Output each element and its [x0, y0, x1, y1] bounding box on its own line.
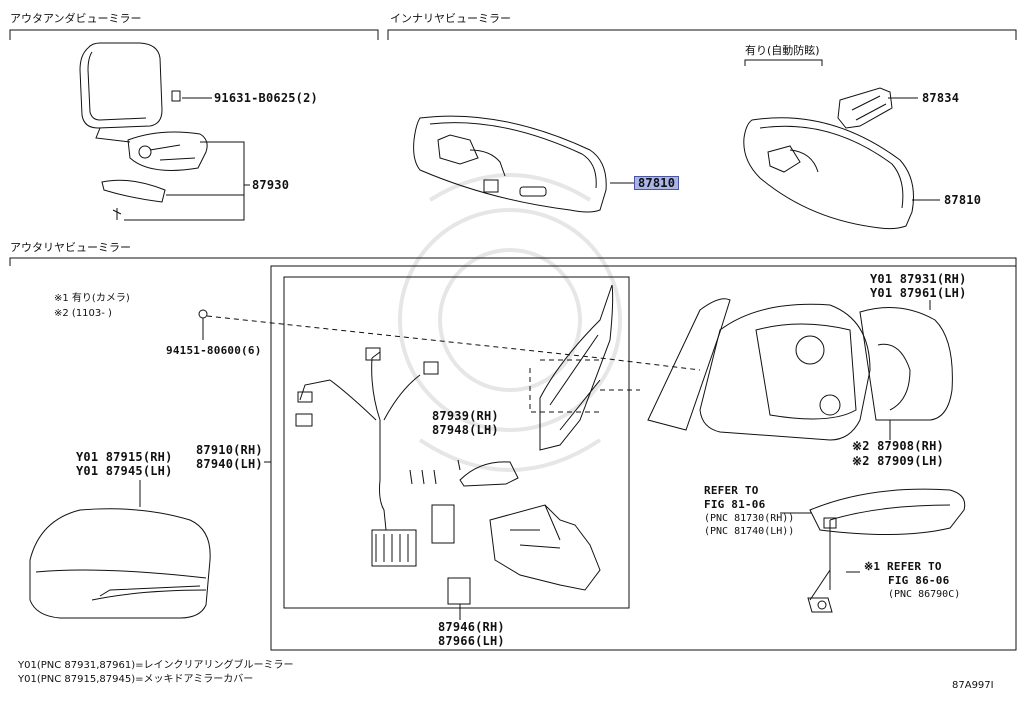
refer-lamp-line1: REFER TO: [704, 484, 759, 497]
turn-lamp-drawing: [807, 488, 966, 613]
auto-dimming-mirror-drawing: [743, 87, 914, 230]
part-label-87940[interactable]: 87940(LH): [196, 457, 263, 471]
section-title-inner-rear: インナリヤビューミラー: [390, 12, 511, 25]
part-label-87834[interactable]: 87834: [922, 91, 960, 105]
refer-camera-pnc: (PNC 86790C): [888, 589, 961, 600]
footnote-cover: Y01(PNC 87915,87945)=メッキドアミラーカバー: [18, 674, 254, 685]
part-label-87915[interactable]: Y01 87915(RH): [76, 450, 173, 464]
part-label-87946[interactable]: 87946(RH): [438, 620, 505, 634]
refer-lamp-link[interactable]: FIG 81-06: [704, 498, 766, 511]
section-title-outer-under: アウタアンダビューミラー: [10, 12, 142, 25]
note-camera: ※1 有り(カメラ): [54, 293, 130, 304]
footnote-mirror: Y01(PNC 87931,87961)=レインクリアリングブルーミラー: [18, 660, 294, 671]
bracket-outer-under: [9, 29, 379, 40]
assembly-frame-outer: [270, 265, 1017, 651]
mirror-cover-drawing: [29, 508, 211, 619]
refer-camera-line1: ※1 REFER TO: [864, 560, 942, 573]
figure-id: 87A997I: [952, 680, 994, 691]
part-label-87930[interactable]: 87930: [252, 178, 290, 192]
bracket-inner-rear: [387, 29, 1017, 40]
section-title-auto-dimming: 有り(自動防眩): [745, 44, 820, 57]
part-label-87945[interactable]: Y01 87945(LH): [76, 464, 173, 478]
watermark-logo: [398, 173, 622, 472]
bracket-auto-dimming: [744, 59, 823, 66]
part-label-87961[interactable]: Y01 87961(LH): [870, 286, 967, 300]
inner-mirror-drawing: [413, 115, 607, 213]
part-label-94151[interactable]: 94151-80600(6): [166, 344, 262, 357]
part-label-87909[interactable]: ※2 87909(LH): [852, 454, 944, 468]
part-label-87910[interactable]: 87910(RH): [196, 443, 263, 457]
part-label-87810-highlighted[interactable]: 87810: [634, 176, 680, 190]
refer-lamp-pnc-rh: (PNC 81730(RH)): [704, 513, 795, 524]
section-title-outer-rear: アウタリヤビューミラー: [10, 241, 131, 254]
part-label-91631[interactable]: 91631-B0625(2): [214, 91, 318, 105]
bracket-outer-rear: [9, 257, 1017, 266]
note-date: ※2 (1103- ): [54, 308, 112, 319]
part-label-87810[interactable]: 87810: [944, 193, 982, 207]
outer-mirror-drawing: [539, 284, 953, 451]
refer-camera-link[interactable]: FIG 86-06: [888, 574, 950, 587]
part-label-87948[interactable]: 87948(LH): [432, 423, 499, 437]
part-label-87966[interactable]: 87966(LH): [438, 634, 505, 648]
part-label-87939[interactable]: 87939(RH): [432, 409, 499, 423]
assembly-frame-inner: [283, 276, 630, 609]
part-label-87908[interactable]: ※2 87908(RH): [852, 439, 944, 453]
under-mirror-drawing: [79, 42, 208, 220]
wiring-harness-drawing: [295, 347, 601, 605]
refer-lamp-pnc-lh: (PNC 81740(LH)): [704, 526, 795, 537]
part-label-87931[interactable]: Y01 87931(RH): [870, 272, 967, 286]
